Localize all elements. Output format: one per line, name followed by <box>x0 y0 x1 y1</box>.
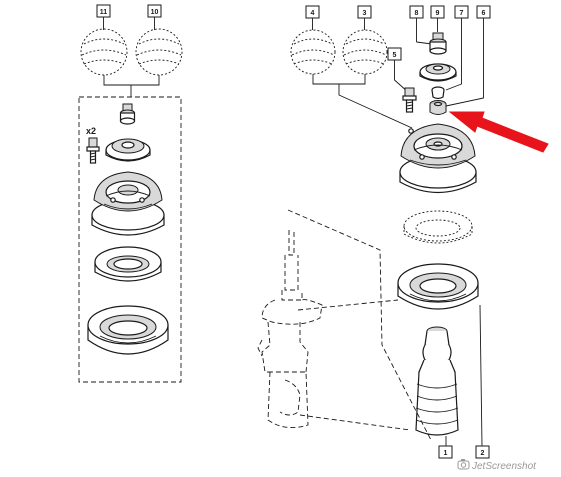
callout-9[interactable]: 9 <box>430 5 445 19</box>
part-9-top-nut[interactable] <box>429 32 447 55</box>
right-bearing-ghost <box>403 210 473 244</box>
watermark-text: JetScreenshot <box>471 461 537 472</box>
svg-text:10: 10 <box>151 9 159 16</box>
part-5-bolt[interactable] <box>402 87 417 113</box>
ghost-part-11 <box>80 28 128 76</box>
callout-3[interactable]: 3 <box>357 5 372 19</box>
callout-8[interactable]: 8 <box>409 5 424 19</box>
callout-7[interactable]: 7 <box>454 5 469 19</box>
red-pointer-arrow <box>448 111 549 153</box>
ghost-part-4 <box>290 29 336 75</box>
callout-2[interactable]: 2 <box>475 445 490 459</box>
part-7-bush[interactable] <box>431 86 445 100</box>
left-spring-seat[interactable] <box>87 305 169 355</box>
svg-text:4: 4 <box>311 10 315 17</box>
right-strut-mount[interactable] <box>399 123 477 194</box>
svg-text:2: 2 <box>481 450 485 457</box>
camera-icon <box>457 459 470 470</box>
left-strut-mount[interactable] <box>91 171 165 236</box>
callout-5[interactable]: 5 <box>387 47 402 61</box>
left-bolt[interactable] <box>86 137 100 164</box>
ghost-part-10 <box>135 28 183 76</box>
right-spring-seat[interactable] <box>397 263 479 310</box>
quantity-label: x2 <box>86 126 96 136</box>
svg-text:6: 6 <box>482 10 486 17</box>
left-top-nut[interactable] <box>119 103 136 125</box>
right-bump-stop-boot[interactable] <box>415 326 459 436</box>
callout-11[interactable]: 11 <box>96 4 111 18</box>
left-cup-washer[interactable] <box>105 138 151 162</box>
part-8-cup-washer[interactable] <box>419 63 457 82</box>
part-6-upper-insulator[interactable] <box>429 100 447 115</box>
right-assembly-group: 4 3 8 9 7 6 5 <box>290 5 491 459</box>
callout-10[interactable]: 10 <box>147 4 162 18</box>
svg-text:11: 11 <box>100 9 108 16</box>
strut-ghost <box>257 209 432 441</box>
svg-text:8: 8 <box>415 10 419 17</box>
ghost-part-3 <box>342 29 388 75</box>
left-bearing[interactable] <box>94 246 162 282</box>
callout-6[interactable]: 6 <box>476 5 491 19</box>
svg-text:5: 5 <box>393 52 397 59</box>
svg-text:7: 7 <box>460 10 464 17</box>
svg-text:9: 9 <box>436 10 440 17</box>
watermark: JetScreenshot <box>457 459 537 472</box>
left-kit-group: 11 10 x2 <box>78 4 183 383</box>
svg-text:1: 1 <box>444 450 448 457</box>
callout-4[interactable]: 4 <box>305 5 320 19</box>
left-kit-frame <box>78 96 182 383</box>
callout-1[interactable]: 1 <box>438 445 453 459</box>
svg-text:3: 3 <box>363 10 367 17</box>
